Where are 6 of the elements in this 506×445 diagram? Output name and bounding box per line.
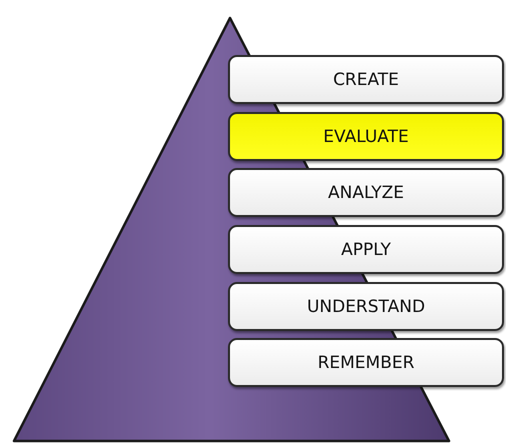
level-box: UNDERSTAND [228, 282, 504, 331]
level-box: REMEMBER [228, 338, 504, 387]
highlighted-level-box: EVALUATE [228, 112, 504, 161]
level-box: ANALYZE [228, 168, 504, 217]
level-box: CREATE [228, 55, 504, 104]
level-box: APPLY [228, 225, 504, 274]
